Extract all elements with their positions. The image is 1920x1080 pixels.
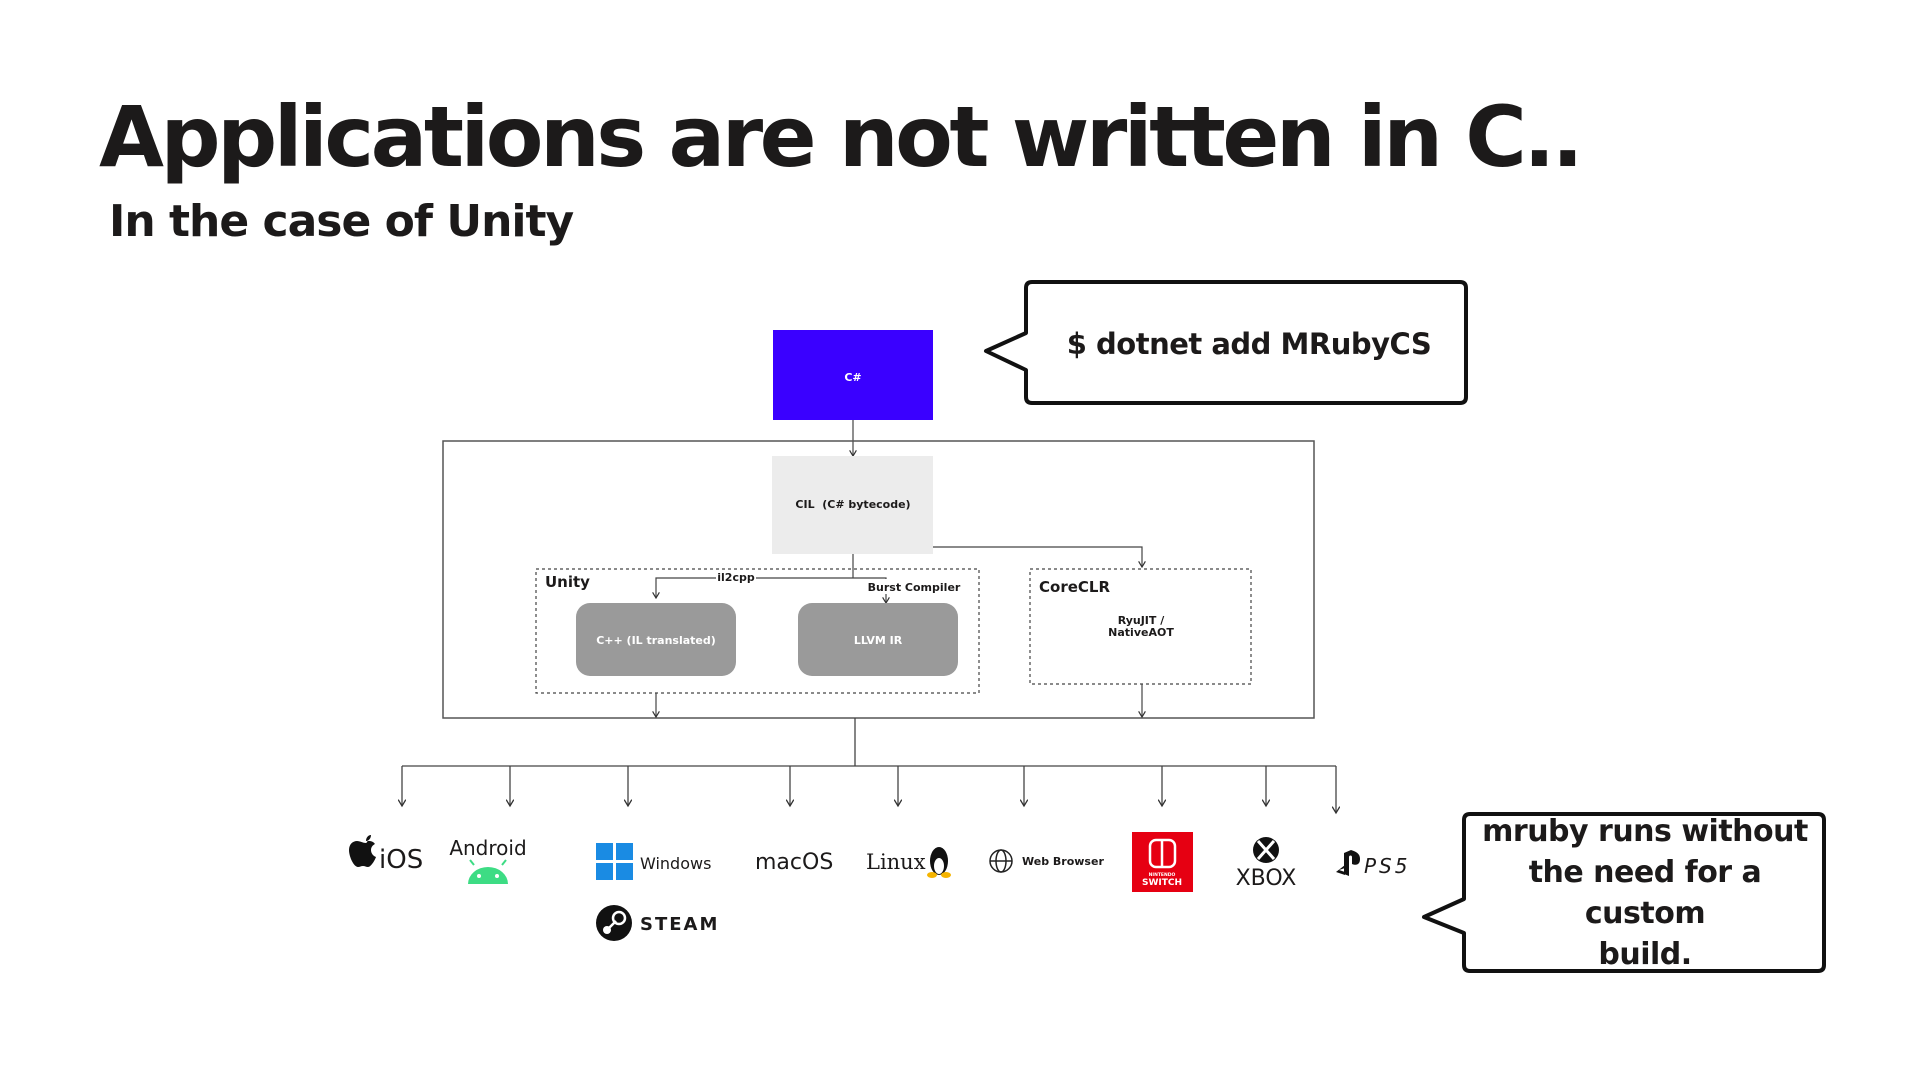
dotnet-callout-text: $ dotnet add MRubyCS (1066, 327, 1432, 361)
steam-logo: STEAM (596, 905, 719, 941)
ryujit-line1: RyuJIT / (1118, 614, 1165, 627)
ios-logo: iOS (349, 835, 423, 875)
coreclr-group (1029, 568, 1252, 685)
il2cpp-label-bg (716, 570, 756, 584)
burst-line (853, 577, 886, 603)
windows-icon (596, 843, 633, 880)
switch-logo: NINTENDO SWITCH (1132, 832, 1193, 892)
runtime-frame (442, 440, 1315, 719)
windows-logo: Windows (596, 843, 711, 880)
android-logo: Android (449, 836, 527, 884)
web-browser-label: Web Browser (1022, 855, 1104, 868)
llvm-label: LLVM IR (854, 634, 903, 647)
mruby-line-2: the need for a custom (1528, 855, 1762, 931)
llvm-box (798, 603, 958, 676)
macos-label: macOS (755, 850, 833, 875)
burst-label: Burst Compiler (868, 581, 961, 594)
platform-branches (402, 766, 1336, 813)
mruby-callout-bubble (1422, 812, 1826, 973)
slide-subtitle: In the case of Unity (109, 196, 574, 247)
apple-icon (349, 835, 376, 867)
mruby-line-1: mruby runs without (1482, 814, 1808, 849)
il2cpp-line (656, 577, 853, 598)
playstation-icon (1336, 850, 1360, 876)
android-label: Android (449, 836, 526, 860)
ps5-label: PS5 (1364, 854, 1410, 878)
unity-group (535, 568, 980, 694)
cil-label: CIL (C# bytecode) (795, 498, 910, 511)
cpp-label: C++ (IL translated) (596, 634, 716, 647)
cil-to-coreclr-line (933, 546, 1142, 567)
tux-icon (927, 847, 951, 878)
ryujit-line2: NativeAOT (1108, 626, 1174, 639)
burst-label-bg (870, 579, 958, 594)
slide-title: Applications are not written in C.. (99, 88, 1584, 186)
web-browser-logo: Web Browser (989, 849, 1104, 873)
android-robot-icon (468, 867, 508, 884)
linux-label: Linux (866, 850, 926, 874)
csharp-box (773, 330, 933, 420)
mruby-line-3: build. (1598, 937, 1692, 972)
linux-logo: Linux (866, 847, 951, 878)
ps5-logo: PS5 (1336, 850, 1410, 878)
steam-label: STEAM (640, 914, 719, 935)
dotnet-callout-bubble (984, 280, 1468, 405)
unity-group-label: Unity (545, 573, 590, 591)
mruby-callout-text: mruby runs without the need for a custom… (1466, 814, 1824, 972)
globe-icon (989, 849, 1013, 873)
switch-small-label: NINTENDO (1149, 872, 1176, 878)
coreclr-group-label: CoreCLR (1039, 578, 1110, 596)
xbox-label: XBOX (1236, 866, 1297, 891)
il2cpp-label: il2cpp (717, 571, 755, 584)
csharp-label: C# (844, 371, 861, 384)
cpp-box (576, 603, 736, 676)
cil-box (772, 456, 933, 554)
switch-label: SWITCH (1142, 878, 1182, 888)
ios-label: iOS (379, 845, 423, 875)
windows-label: Windows (640, 854, 711, 873)
xbox-logo: XBOX (1236, 837, 1297, 891)
